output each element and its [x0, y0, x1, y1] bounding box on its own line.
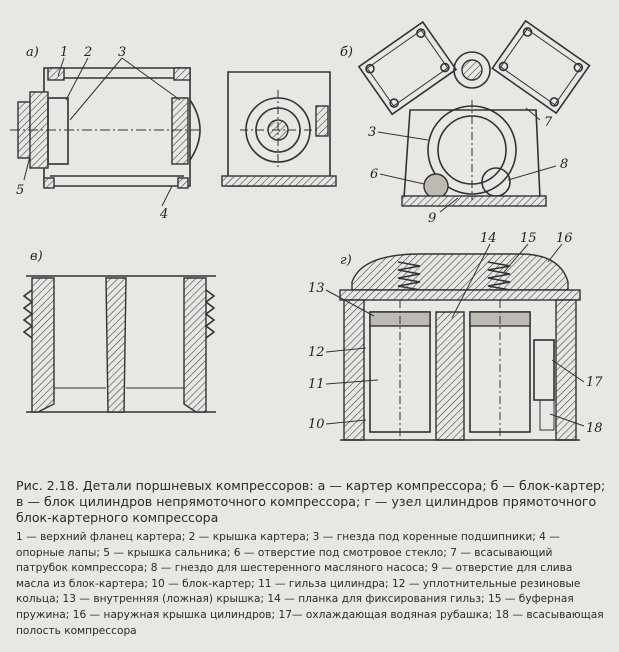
panel-b-label: б): [340, 45, 353, 60]
callout-g-11: 11: [308, 377, 325, 392]
callout-a-3: 3: [118, 45, 126, 60]
callout-g-14: 14: [480, 231, 497, 246]
callout-b-3: 3: [368, 125, 376, 140]
callout-a-1: 1: [60, 45, 68, 60]
panel-g-cylinder-assembly: г) 14 15 16 13 12: [308, 231, 603, 441]
callout-g-13: 13: [308, 281, 325, 296]
callout-b-9: 9: [428, 211, 436, 226]
callout-g-16: 16: [556, 231, 573, 246]
callout-a-2: 2: [83, 45, 92, 60]
callout-b-8: 8: [560, 157, 568, 172]
legend-text: 1 — верхний фланец картера; 2 — крышка к…: [16, 531, 604, 637]
panel-v-cylinder-block: в): [22, 249, 216, 413]
callout-a-4: 4: [159, 207, 168, 222]
panel-a-label: а): [26, 45, 39, 60]
callout-a-5: 5: [16, 183, 24, 198]
technical-drawing-figure: а) 1 2 3 5 4: [10, 19, 603, 441]
panel-v-label: в): [30, 249, 43, 264]
panel-g-label: г): [340, 253, 352, 268]
figure-caption: Рис. 2.18. Детали поршневых компрессоров…: [16, 478, 606, 526]
callout-g-17: 17: [586, 375, 603, 390]
callout-g-12: 12: [308, 345, 325, 360]
callout-g-10: 10: [308, 417, 325, 432]
callout-b-6: 6: [370, 167, 378, 182]
callout-g-15: 15: [520, 231, 537, 246]
figure-legend: 1 — верхний фланец картера; 2 — крышка к…: [16, 530, 606, 639]
caption-title: Рис. 2.18. Детали поршневых компрессоров…: [16, 478, 606, 525]
panel-b-block-crankcase: б) 3 6 7 8 9: [340, 19, 591, 226]
callout-b-7: 7: [544, 115, 553, 130]
panel-a-crankcase: а) 1 2 3 5 4: [10, 45, 337, 222]
callout-g-18: 18: [586, 421, 603, 436]
